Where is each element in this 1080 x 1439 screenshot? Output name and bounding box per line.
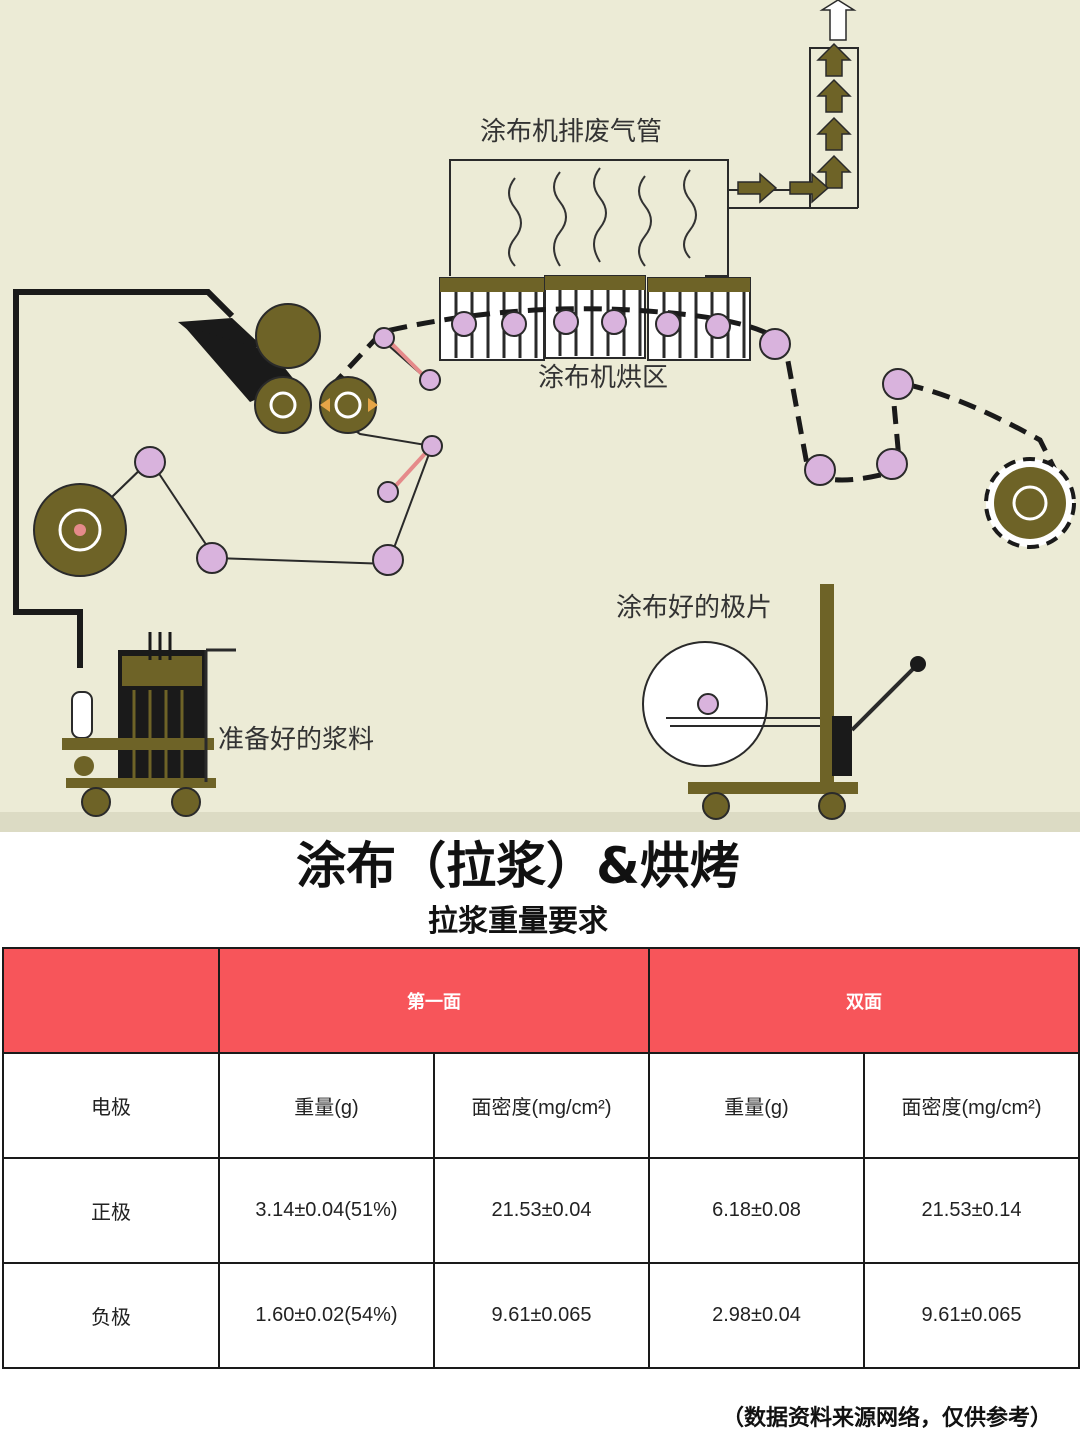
table-cell: 9.61±0.065 — [863, 1262, 1080, 1369]
table-cell: 1.60±0.02(54%) — [218, 1262, 435, 1369]
page-title: 涂布（拉浆）&烘烤 — [296, 837, 740, 895]
table-column-header: 电极 — [2, 1052, 220, 1159]
slurry-pipe — [13, 289, 235, 668]
table-cell: 3.14±0.04(51%) — [218, 1157, 435, 1264]
slurry-weight-table: 第一面 双面 电极 重量(g) 面密度(mg/cm²) 重量(g) 面密度(mg… — [2, 947, 1080, 1369]
sheet-cart — [642, 584, 926, 820]
idler-rollers — [134, 309, 914, 576]
slurry-cart — [62, 632, 236, 817]
table-group-header-row: 第一面 双面 — [2, 947, 1080, 1054]
table-cell: 21.53±0.04 — [433, 1157, 650, 1264]
table-row: 正极 3.14±0.04(51%) 21.53±0.04 6.18±0.08 2… — [2, 1157, 1080, 1264]
table-cell: 9.61±0.065 — [433, 1262, 650, 1369]
table-cell: 2.98±0.04 — [648, 1262, 865, 1369]
label-exhaust: 涂布机排废气管 — [480, 117, 662, 147]
coating-head — [178, 303, 378, 434]
source-note: （数据资料来源网络，仅供参考） — [721, 1406, 1052, 1431]
label-coated-sheet: 涂布好的极片 — [616, 593, 772, 623]
heat-waves — [508, 167, 697, 267]
table-column-header: 重量(g) — [218, 1052, 435, 1159]
rewind-reel — [984, 457, 1076, 549]
table-cell: 正极 — [2, 1157, 220, 1264]
table-column-header-row: 电极 重量(g) 面密度(mg/cm²) 重量(g) 面密度(mg/cm²) — [2, 1052, 1080, 1159]
page-subtitle: 拉浆重量要求 — [428, 904, 608, 939]
table-cell: 负极 — [2, 1262, 220, 1369]
table-cell: 21.53±0.14 — [863, 1157, 1080, 1264]
table-cell: 6.18±0.08 — [648, 1157, 865, 1264]
drying-oven — [439, 275, 751, 361]
coating-process-diagram: 涂布机排废气管 涂布机烘区 涂布好的极片 准备好的浆料 — [0, 0, 1080, 832]
table-column-header: 面密度(mg/cm²) — [433, 1052, 650, 1159]
table-group-header: 第一面 — [218, 947, 650, 1054]
table-row: 负极 1.60±0.02(54%) 9.61±0.065 2.98±0.04 9… — [2, 1262, 1080, 1369]
unwind-reel — [33, 483, 127, 577]
label-slurry: 准备好的浆料 — [218, 725, 374, 755]
label-oven: 涂布机烘区 — [538, 363, 668, 393]
table-column-header: 重量(g) — [648, 1052, 865, 1159]
exhaust-arrows — [737, 0, 857, 204]
table-group-header — [2, 947, 220, 1054]
table-column-header: 面密度(mg/cm²) — [863, 1052, 1080, 1159]
table-group-header: 双面 — [648, 947, 1080, 1054]
